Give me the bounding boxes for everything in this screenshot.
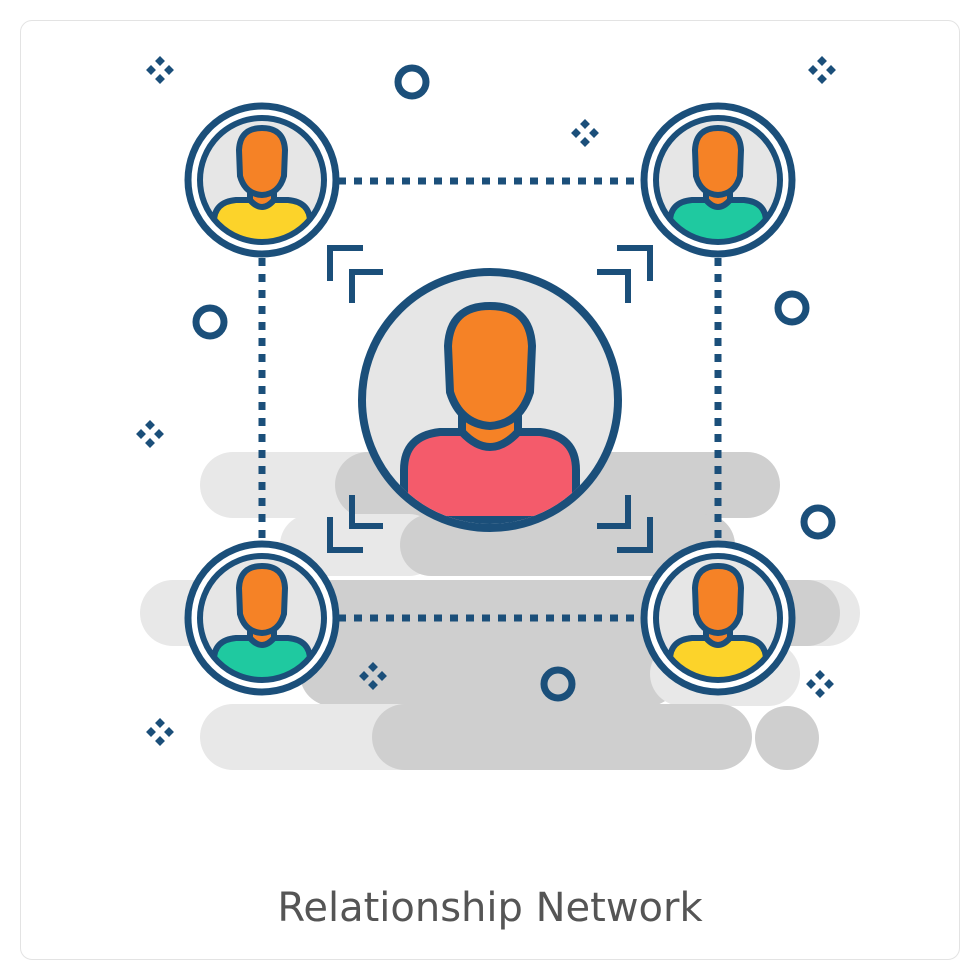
top-left-user-avatar-icon xyxy=(184,102,340,258)
bottom-right-user-avatar-icon xyxy=(640,540,796,696)
cloud-dot xyxy=(755,706,819,770)
corner-bracket-icon xyxy=(327,245,653,553)
bottom-left-user-avatar-icon xyxy=(184,540,340,696)
cloud-shape xyxy=(280,514,440,576)
top-right-user-avatar-icon xyxy=(640,102,796,258)
connection-lines xyxy=(258,177,722,622)
cloud-shape xyxy=(300,642,680,706)
center-user-avatar-icon xyxy=(358,268,622,532)
ring-icon xyxy=(192,64,836,702)
icon-caption: Relationship Network xyxy=(277,885,703,931)
cloud-shape xyxy=(372,704,752,770)
